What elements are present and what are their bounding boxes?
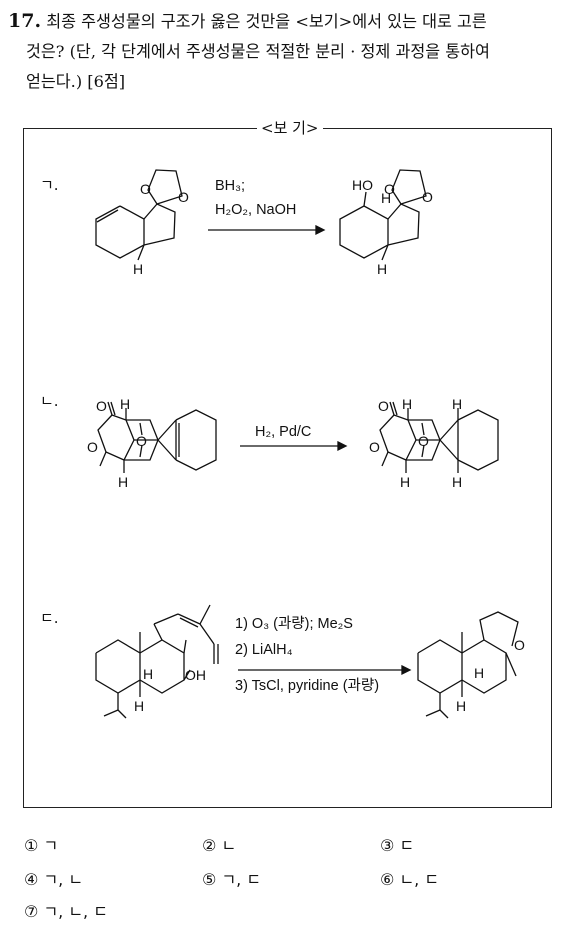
reaction-b-reactant-o-ring: O <box>87 439 98 455</box>
reaction-b-product-o-bridge: O <box>418 433 429 449</box>
item-label-c: ㄷ. <box>40 609 59 627</box>
choice-7-text: ㄱ, ㄴ, ㄷ <box>43 902 108 921</box>
reaction-c-product-h-mid: H <box>474 665 484 681</box>
reaction-b-product-o-ring: O <box>369 439 380 455</box>
choice-7[interactable]: ⑦ ㄱ, ㄴ, ㄷ <box>24 898 108 922</box>
choice-3-number: ③ <box>380 836 395 855</box>
question-text: 17. 최종 주생성물의 구조가 옳은 것만을 <보기>에서 있는 대로 고른 … <box>8 6 564 97</box>
reaction-a-reactant-o2: O <box>178 189 189 205</box>
choice-3[interactable]: ③ ㄷ <box>380 832 414 856</box>
reaction-a-product-ho: HO <box>352 177 373 193</box>
reaction-b-product-h-1: H <box>402 396 412 412</box>
reaction-a-reagent-1: BH₃; <box>215 178 245 194</box>
choice-6[interactable]: ⑥ ㄴ, ㄷ <box>380 866 439 890</box>
item-label-b: ㄴ. <box>40 392 59 410</box>
reaction-b-product-h-2: H <box>452 396 462 412</box>
reaction-b-product-h-3: H <box>400 474 410 490</box>
choice-1-number: ① <box>24 836 39 855</box>
reaction-b-reactant-h-top: H <box>120 396 130 412</box>
question-number: 17. <box>8 10 42 32</box>
reaction-a-arrowhead <box>315 224 326 236</box>
reaction-b-reactant <box>97 401 217 473</box>
choice-7-number: ⑦ <box>24 902 39 921</box>
reaction-b-product-h-4: H <box>452 474 462 490</box>
reaction-b-reagent-1: H₂, Pd/C <box>255 424 311 440</box>
reaction-a-reactant <box>95 169 183 261</box>
reaction-c-reagent-3: 3) TsCl, pyridine (과량) <box>235 677 379 694</box>
reaction-c-reagent-2: 2) LiAlH₄ <box>235 642 293 658</box>
reaction-b-arrowhead <box>337 440 348 452</box>
choice-5-number: ⑤ <box>202 870 217 889</box>
question-line-2: 것은? (단, 각 단계에서 주생성물은 적절한 분리 · 정제 과정을 통하여 <box>26 42 490 61</box>
choice-5[interactable]: ⑤ ㄱ, ㄷ <box>202 866 261 890</box>
reaction-c-reactant-oh: OH <box>185 667 206 683</box>
reaction-c-product <box>417 611 519 719</box>
choice-2-number: ② <box>202 836 217 855</box>
question-line-3: 얻는다.) [6점] <box>26 72 126 91</box>
reaction-c-reactant <box>95 604 219 719</box>
reaction-a-reagent-2: H₂O₂, NaOH <box>215 202 296 218</box>
example-box: <보 기> <box>23 117 552 808</box>
reaction-c-product-o: O <box>514 637 525 653</box>
reaction-b-reactant-o-carbonyl: O <box>96 398 107 414</box>
choice-3-text: ㄷ <box>399 836 415 855</box>
reaction-a-reactant-o1: O <box>140 181 151 197</box>
reaction-b-product <box>379 401 499 473</box>
reaction-a-product-o2: O <box>422 189 433 205</box>
choice-6-number: ⑥ <box>380 870 395 889</box>
reaction-a-product-h-bottom: H <box>377 261 387 277</box>
choice-4[interactable]: ④ ㄱ, ㄴ <box>24 866 83 890</box>
reaction-a-product-o1: O <box>384 181 395 197</box>
choice-2[interactable]: ② ㄴ <box>202 832 236 856</box>
question-line-1: 최종 주생성물의 구조가 옳은 것만을 <보기>에서 있는 대로 고른 <box>46 12 487 31</box>
reaction-a-reactant-h: H <box>133 261 143 277</box>
example-box-title: <보 기> <box>257 117 323 139</box>
reaction-c-reactant-h-mid: H <box>143 666 153 682</box>
reaction-b-product-o-carbonyl: O <box>378 398 389 414</box>
reaction-a-product <box>339 169 427 261</box>
reaction-b-reactant-h-bottom: H <box>118 474 128 490</box>
choice-2-text: ㄴ <box>221 836 237 855</box>
reaction-a-product-h-top: H <box>381 190 391 206</box>
choice-1[interactable]: ① ㄱ <box>24 832 58 856</box>
choice-6-text: ㄴ, ㄷ <box>399 870 440 889</box>
reaction-c-reagent-1: 1) O₃ (과량); Me₂S <box>235 615 353 632</box>
reaction-b-reactant-o-bridge: O <box>136 433 147 449</box>
reaction-c-product-h-bottom: H <box>456 698 466 714</box>
choice-4-text: ㄱ, ㄴ <box>43 870 84 889</box>
choice-1-text: ㄱ <box>43 836 59 855</box>
choice-4-number: ④ <box>24 870 39 889</box>
reaction-c-reactant-h-bottom: H <box>134 698 144 714</box>
item-label-a: ㄱ. <box>40 176 59 194</box>
reaction-c-arrowhead <box>401 664 412 676</box>
choice-5-text: ㄱ, ㄷ <box>221 870 262 889</box>
